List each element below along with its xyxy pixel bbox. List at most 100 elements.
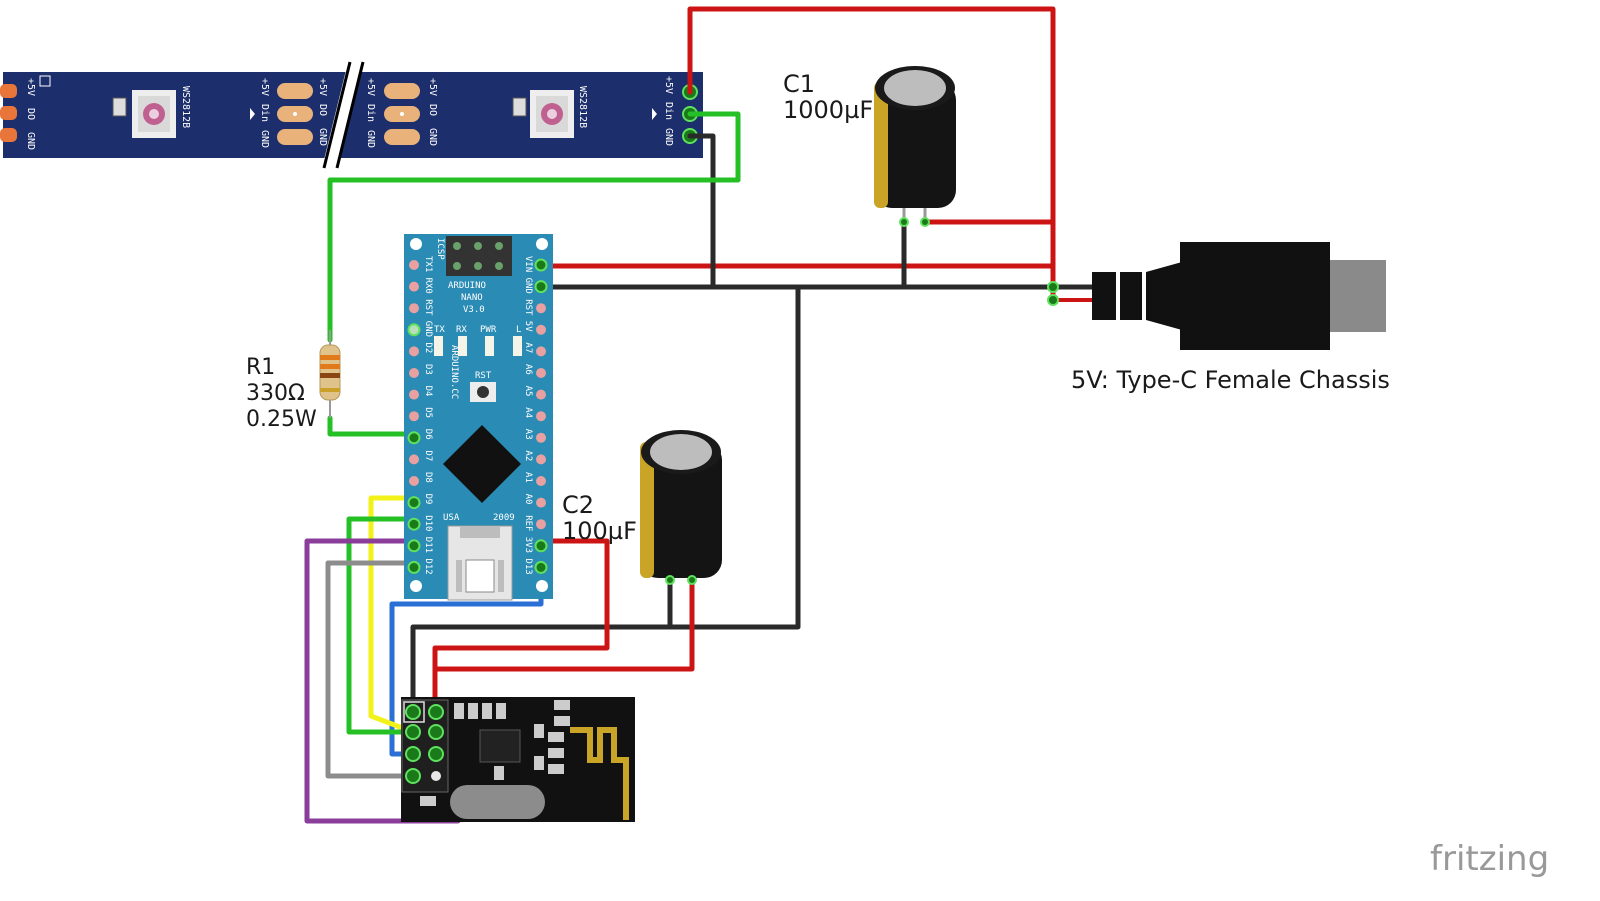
nano-pin-right-d13[interactable]	[534, 560, 548, 574]
usb-c-housing	[1180, 242, 1330, 350]
nrf-antenna	[570, 727, 629, 820]
nano-pin-label-right-5v: 5V	[523, 321, 533, 332]
nano-pin-label-left-d7: D7	[423, 450, 433, 461]
nano-pin-label-left-d6: D6	[423, 429, 433, 440]
strip-pad	[0, 106, 17, 120]
nano-pin-label-right-3v3: 3V3	[523, 537, 533, 553]
nano-pin-right-3v3[interactable]	[534, 539, 548, 553]
nrf-pin-header	[401, 699, 449, 793]
nano-pin-left-d11[interactable]	[407, 539, 421, 553]
nrf-crystal	[450, 785, 545, 819]
c1-value: 1000µF	[783, 96, 873, 124]
nano-pin-label-right-a6: A6	[523, 364, 533, 375]
wire-green-data-upper[interactable]	[327, 111, 741, 343]
nano-pin-left-gnd[interactable]	[407, 323, 421, 337]
nano-pin-label-right-a7: A7	[523, 342, 533, 353]
led-ws2812b-2: WS2812B	[512, 86, 588, 138]
nano-pin-left-d8[interactable]	[409, 476, 419, 486]
c1-name: C1	[783, 70, 815, 98]
nano-pin-left-d7[interactable]	[409, 454, 419, 465]
icsp-label: ICSP	[435, 238, 445, 260]
nano-title-1: ARDUINO	[448, 281, 486, 291]
nano-pin-left-d3[interactable]	[409, 368, 419, 378]
led-l-label: L	[516, 325, 521, 335]
strip-out-pin-1: +5V	[317, 78, 328, 96]
strip-break-marker	[322, 61, 365, 169]
resistor-r1[interactable]: R1 330Ω 0.25W	[246, 330, 341, 432]
nano-pin-left-rst[interactable]	[409, 303, 419, 314]
strip-in-pin-2b: Din	[365, 104, 376, 122]
nano-pin-label-left-rst: RST	[423, 299, 433, 316]
nano-pin-label-right-vin: VIN	[523, 256, 533, 272]
capacitor-c2[interactable]: C2 100µF	[562, 430, 722, 585]
nano-pin-left-tx1[interactable]	[409, 260, 419, 270]
nano-pin-right-a6[interactable]	[536, 368, 546, 378]
usb-c-label: 5V: Type-C Female Chassis	[1071, 366, 1390, 394]
led-rx-label: RX	[456, 325, 467, 335]
nano-pin-left-d4[interactable]	[409, 389, 419, 400]
led-label-2: WS2812B	[577, 86, 588, 128]
strip-in-pin-1b: +5V	[365, 78, 376, 96]
mcu-chip	[443, 425, 521, 503]
mini-usb-port	[447, 525, 513, 601]
nano-pin-left-d6[interactable]	[407, 431, 421, 445]
strip-marker	[39, 75, 51, 87]
usb-c-plug-metal	[1330, 260, 1386, 332]
arduino-nano[interactable]: ICSP ARDUINO NANO V3.0 TX RX PWR L ARDUI…	[404, 234, 553, 601]
nano-pin-left-d2[interactable]	[409, 346, 419, 357]
wire-green-data[interactable]	[327, 415, 417, 437]
wire-black-strip-gnd[interactable]	[687, 133, 716, 290]
nano-pin-right-ref[interactable]	[536, 519, 546, 530]
nano-pin-right-a3[interactable]	[536, 432, 546, 443]
nano-pin-right-rst[interactable]	[536, 303, 546, 314]
nano-title-2: NANO	[461, 293, 483, 303]
strip-out-pin-1b: +5V	[427, 78, 438, 96]
wire-green-d10[interactable]	[346, 516, 417, 735]
nano-pin-left-d12[interactable]	[407, 560, 421, 574]
nano-pin-right-gnd[interactable]	[534, 280, 548, 294]
nano-pin-left-rx0[interactable]	[409, 281, 419, 292]
nano-pin-right-vin[interactable]	[534, 258, 548, 272]
nano-pin-left-d9[interactable]	[407, 496, 421, 510]
nano-pin-right-a5[interactable]	[536, 389, 546, 400]
nano-pin-left-d10[interactable]	[407, 517, 421, 531]
c2-name: C2	[562, 491, 594, 519]
nano-pin-label-right-gnd: GND	[523, 278, 533, 294]
nrf-smd-parts	[420, 700, 570, 806]
nano-site: ARDUINO.CC	[449, 345, 459, 399]
reset-button-cap[interactable]	[477, 386, 489, 398]
nano-pin-right-a0[interactable]	[536, 497, 546, 508]
wire-red-strip-5v[interactable]	[687, 6, 1056, 303]
strip-pad	[0, 84, 17, 98]
nano-pin-right-a7[interactable]	[536, 346, 546, 357]
nano-pin-right-a1[interactable]	[536, 476, 546, 486]
nano-pin-label-right-ref: REF	[523, 515, 533, 531]
wire-gray-d12[interactable]	[325, 560, 417, 779]
nano-pin-label-left-d4: D4	[423, 386, 433, 397]
nano-pin-right-5v[interactable]	[536, 324, 546, 335]
c2-value: 100µF	[562, 517, 637, 545]
nano-pin-label-right-a5: A5	[523, 386, 533, 397]
capacitor-c1[interactable]: C1 1000µF	[783, 66, 956, 227]
nrf24l01-module[interactable]	[401, 697, 635, 822]
rst-label: RST	[475, 371, 492, 381]
strip-cut-pads-b: +5V Din GND +5V DO GND	[365, 78, 438, 148]
wire-yellow-d9[interactable]	[368, 495, 417, 735]
nano-pin-label-right-a0: A0	[523, 494, 533, 505]
year-label: 2009	[493, 513, 515, 523]
strip-in-pin-1: +5V	[259, 78, 270, 96]
nano-pin-right-a4[interactable]	[536, 411, 546, 422]
nano-pin-right-a2[interactable]	[536, 454, 546, 465]
nano-pin-label-left-rx0: RX0	[423, 278, 433, 294]
wire-red-c2[interactable]	[432, 577, 695, 672]
nano-pin-left-d5[interactable]	[409, 411, 419, 422]
nano-pin-label-right-a2: A2	[523, 450, 533, 461]
nano-pin-label-left-d10: D10	[423, 515, 433, 531]
nano-pin-label-left-gnd: GND	[423, 321, 433, 337]
usb-c-female-chassis[interactable]: 5V: Type-C Female Chassis	[1047, 242, 1390, 394]
strip-in-pin-3: GND	[259, 130, 270, 148]
nano-status-leds: TX RX PWR L	[434, 325, 522, 356]
strip-left-pin-3: GND	[25, 132, 36, 150]
strip-pad	[0, 128, 17, 142]
